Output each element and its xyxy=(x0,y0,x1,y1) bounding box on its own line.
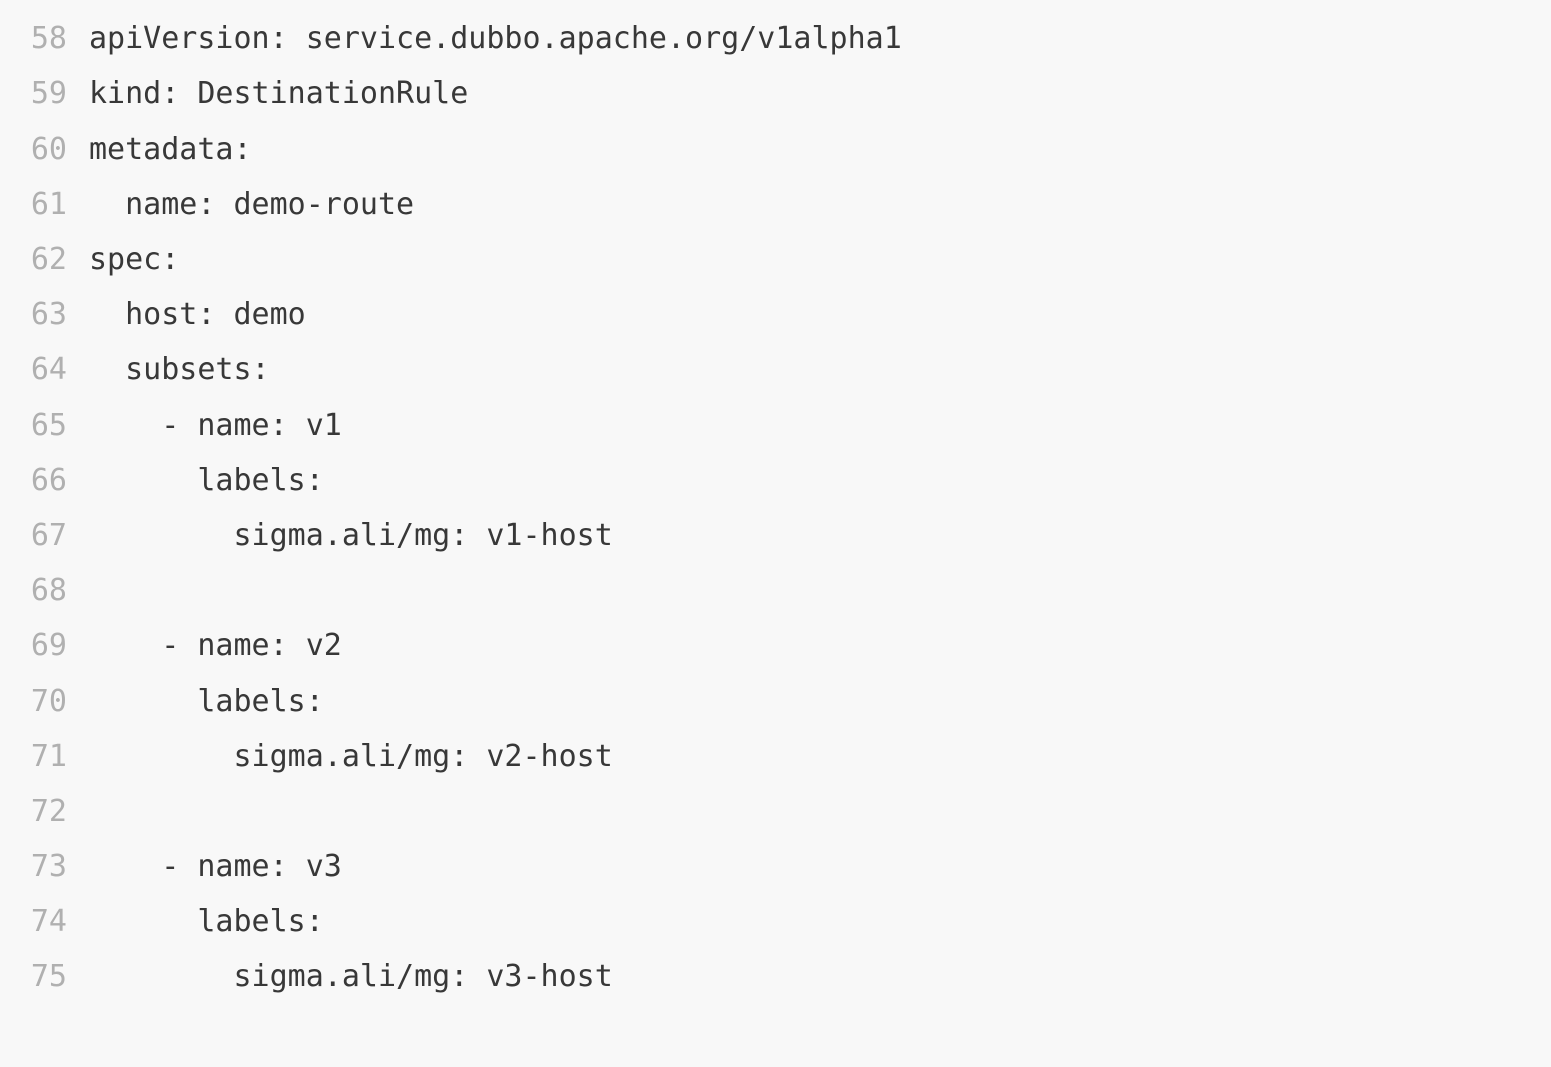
line-content: spec: xyxy=(89,242,180,278)
line-number: 60 xyxy=(30,131,67,167)
line-number: 63 xyxy=(30,297,67,333)
line-number: 74 xyxy=(30,904,67,940)
code-line: 71 sigma.ali/mg: v2-host xyxy=(0,729,1551,784)
code-line: 74 labels: xyxy=(0,894,1551,949)
line-number: 66 xyxy=(30,462,67,498)
code-line: 59 kind: DestinationRule xyxy=(0,66,1551,121)
code-line: 62 spec: xyxy=(0,232,1551,287)
line-number: 71 xyxy=(30,738,67,774)
line-number: 69 xyxy=(30,628,67,664)
code-line: 65 - name: v1 xyxy=(0,398,1551,453)
line-content: - name: v1 xyxy=(89,407,342,443)
line-number: 68 xyxy=(30,573,67,609)
line-number: 70 xyxy=(30,683,67,719)
line-content: host: demo xyxy=(89,297,306,333)
code-line: 63 host: demo xyxy=(0,287,1551,342)
line-content: --- xyxy=(89,0,143,1)
line-content: - name: v3 xyxy=(89,849,342,885)
line-number: 73 xyxy=(30,849,67,885)
line-content: labels: xyxy=(89,462,324,498)
line-number: 62 xyxy=(30,242,67,278)
line-content: sigma.ali/mg: v2-host xyxy=(89,738,613,774)
code-line: 69 - name: v2 xyxy=(0,618,1551,673)
line-number: 75 xyxy=(30,959,67,995)
line-number: 65 xyxy=(30,407,67,443)
code-line: 60 metadata: xyxy=(0,122,1551,177)
line-number: 61 xyxy=(30,186,67,222)
line-content: labels: xyxy=(89,683,324,719)
code-line: 58 apiVersion: service.dubbo.apache.org/… xyxy=(0,11,1551,66)
line-content: subsets: xyxy=(89,352,270,388)
line-content: apiVersion: service.dubbo.apache.org/v1a… xyxy=(89,21,902,57)
code-line: 68 xyxy=(0,563,1551,618)
line-content: - name: v2 xyxy=(89,628,342,664)
line-content: name: demo-route xyxy=(89,186,415,222)
code-line: 70 labels: xyxy=(0,673,1551,728)
line-number: 59 xyxy=(30,76,67,112)
line-content: labels: xyxy=(89,904,324,940)
code-block: 57 --- 58 apiVersion: service.dubbo.apac… xyxy=(0,0,1551,1004)
line-number: 57 xyxy=(0,0,67,1)
code-line: 72 xyxy=(0,784,1551,839)
code-line: 73 - name: v3 xyxy=(0,839,1551,894)
line-number: 67 xyxy=(30,517,67,553)
code-line: 61 name: demo-route xyxy=(0,177,1551,232)
code-line: 67 sigma.ali/mg: v1-host xyxy=(0,508,1551,563)
line-content: metadata: xyxy=(89,131,252,167)
line-number: 64 xyxy=(30,352,67,388)
line-number: 72 xyxy=(30,793,67,829)
code-line: 75 sigma.ali/mg: v3-host xyxy=(0,949,1551,1004)
line-content: sigma.ali/mg: v3-host xyxy=(89,959,613,995)
line-content: kind: DestinationRule xyxy=(89,76,469,112)
line-number: 58 xyxy=(30,21,67,57)
code-line: 64 subsets: xyxy=(0,342,1551,397)
line-content: sigma.ali/mg: v1-host xyxy=(89,517,613,553)
code-line: 57 --- xyxy=(0,0,1551,11)
code-line: 66 labels: xyxy=(0,453,1551,508)
